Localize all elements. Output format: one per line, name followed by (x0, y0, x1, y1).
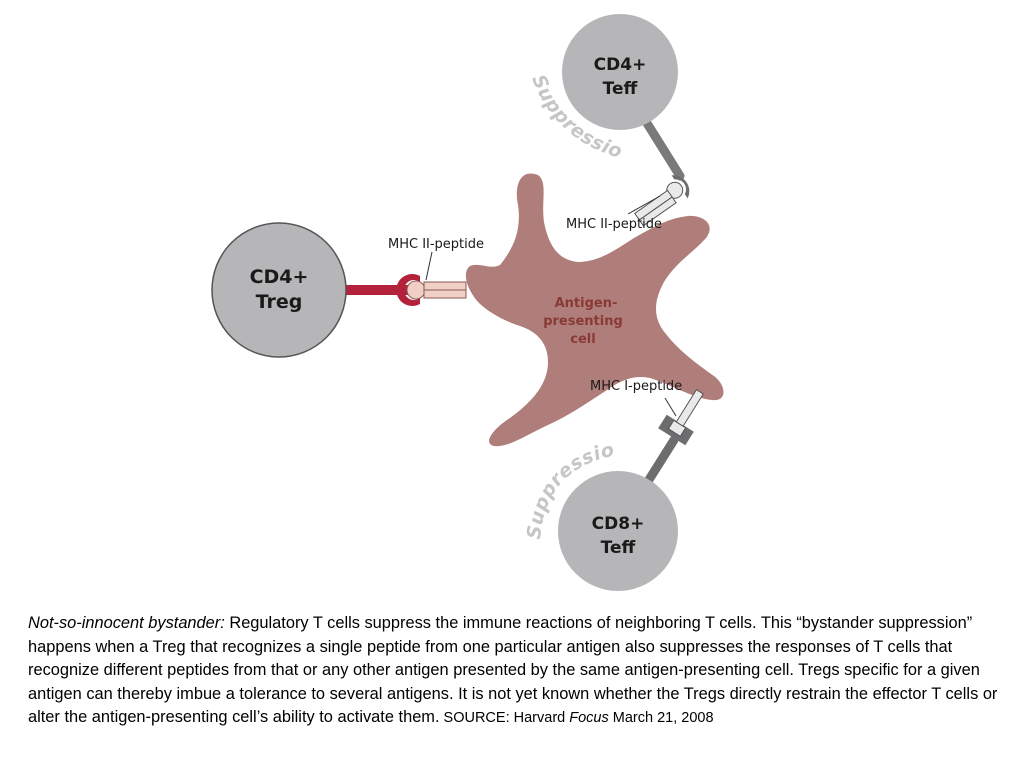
cd8-mhc-leader (664, 397, 677, 417)
cd4-treg-cell (211, 222, 347, 358)
figure-caption: Not-so-innocent bystander: Regulatory T … (28, 612, 1003, 731)
cd4-teff-label-line2: Teff (603, 79, 638, 99)
apc-label-line3: cell (570, 332, 595, 347)
treg-tcr-stalk (338, 285, 408, 295)
treg-mhc-ball (406, 280, 426, 300)
cd8-teff-label-line1: CD8+ (592, 514, 645, 534)
cd8-teff-label-line2: Teff (601, 538, 636, 558)
caption-source-journal: Focus (569, 710, 609, 726)
treg-mhc-label: MHC II-peptide (388, 237, 484, 252)
treg-receptor-cup (396, 274, 420, 306)
cd4-teff-cell (562, 14, 678, 130)
caption-body: Regulatory T cells suppress the immune r… (28, 614, 998, 726)
treg-mhc-leader (425, 251, 433, 281)
cd4-teff-label-line1: CD4+ (594, 55, 647, 75)
suppression-top-label: Suppression (0, 0, 625, 163)
antigen-presenting-cell (465, 173, 724, 447)
apc-label-line1: Antigen- (555, 296, 618, 311)
teff-mhc-leader (627, 195, 661, 215)
cd8-mhc-complex (658, 389, 704, 446)
cd8-mhc-label: MHC I-peptide (590, 379, 682, 394)
caption-lead: Not-so-innocent bystander: (28, 614, 225, 632)
caption-source-date: March 21, 2008 (608, 710, 714, 726)
cd8-teff-cell (558, 471, 678, 591)
apc-label-line2: presenting (543, 314, 623, 329)
treg-mhc-bar-upper (423, 281, 467, 291)
treg-label-line2: Treg (256, 291, 303, 313)
suppression-top-text: Suppression (0, 0, 625, 163)
teff-mhc-label: MHC II-peptide (566, 217, 662, 232)
bystander-suppression-diagram: CD4+ Treg CD4+ Teff CD8+ Teff Antigen- p… (0, 0, 724, 591)
treg-label-line1: CD4+ (250, 266, 309, 288)
caption-source: SOURCE: Harvard Focus March 21, 2008 (440, 710, 714, 726)
treg-mhc-bar-lower (423, 289, 467, 299)
teff-mhc-complex (634, 175, 690, 227)
caption-source-prefix: SOURCE: Harvard (439, 710, 570, 726)
